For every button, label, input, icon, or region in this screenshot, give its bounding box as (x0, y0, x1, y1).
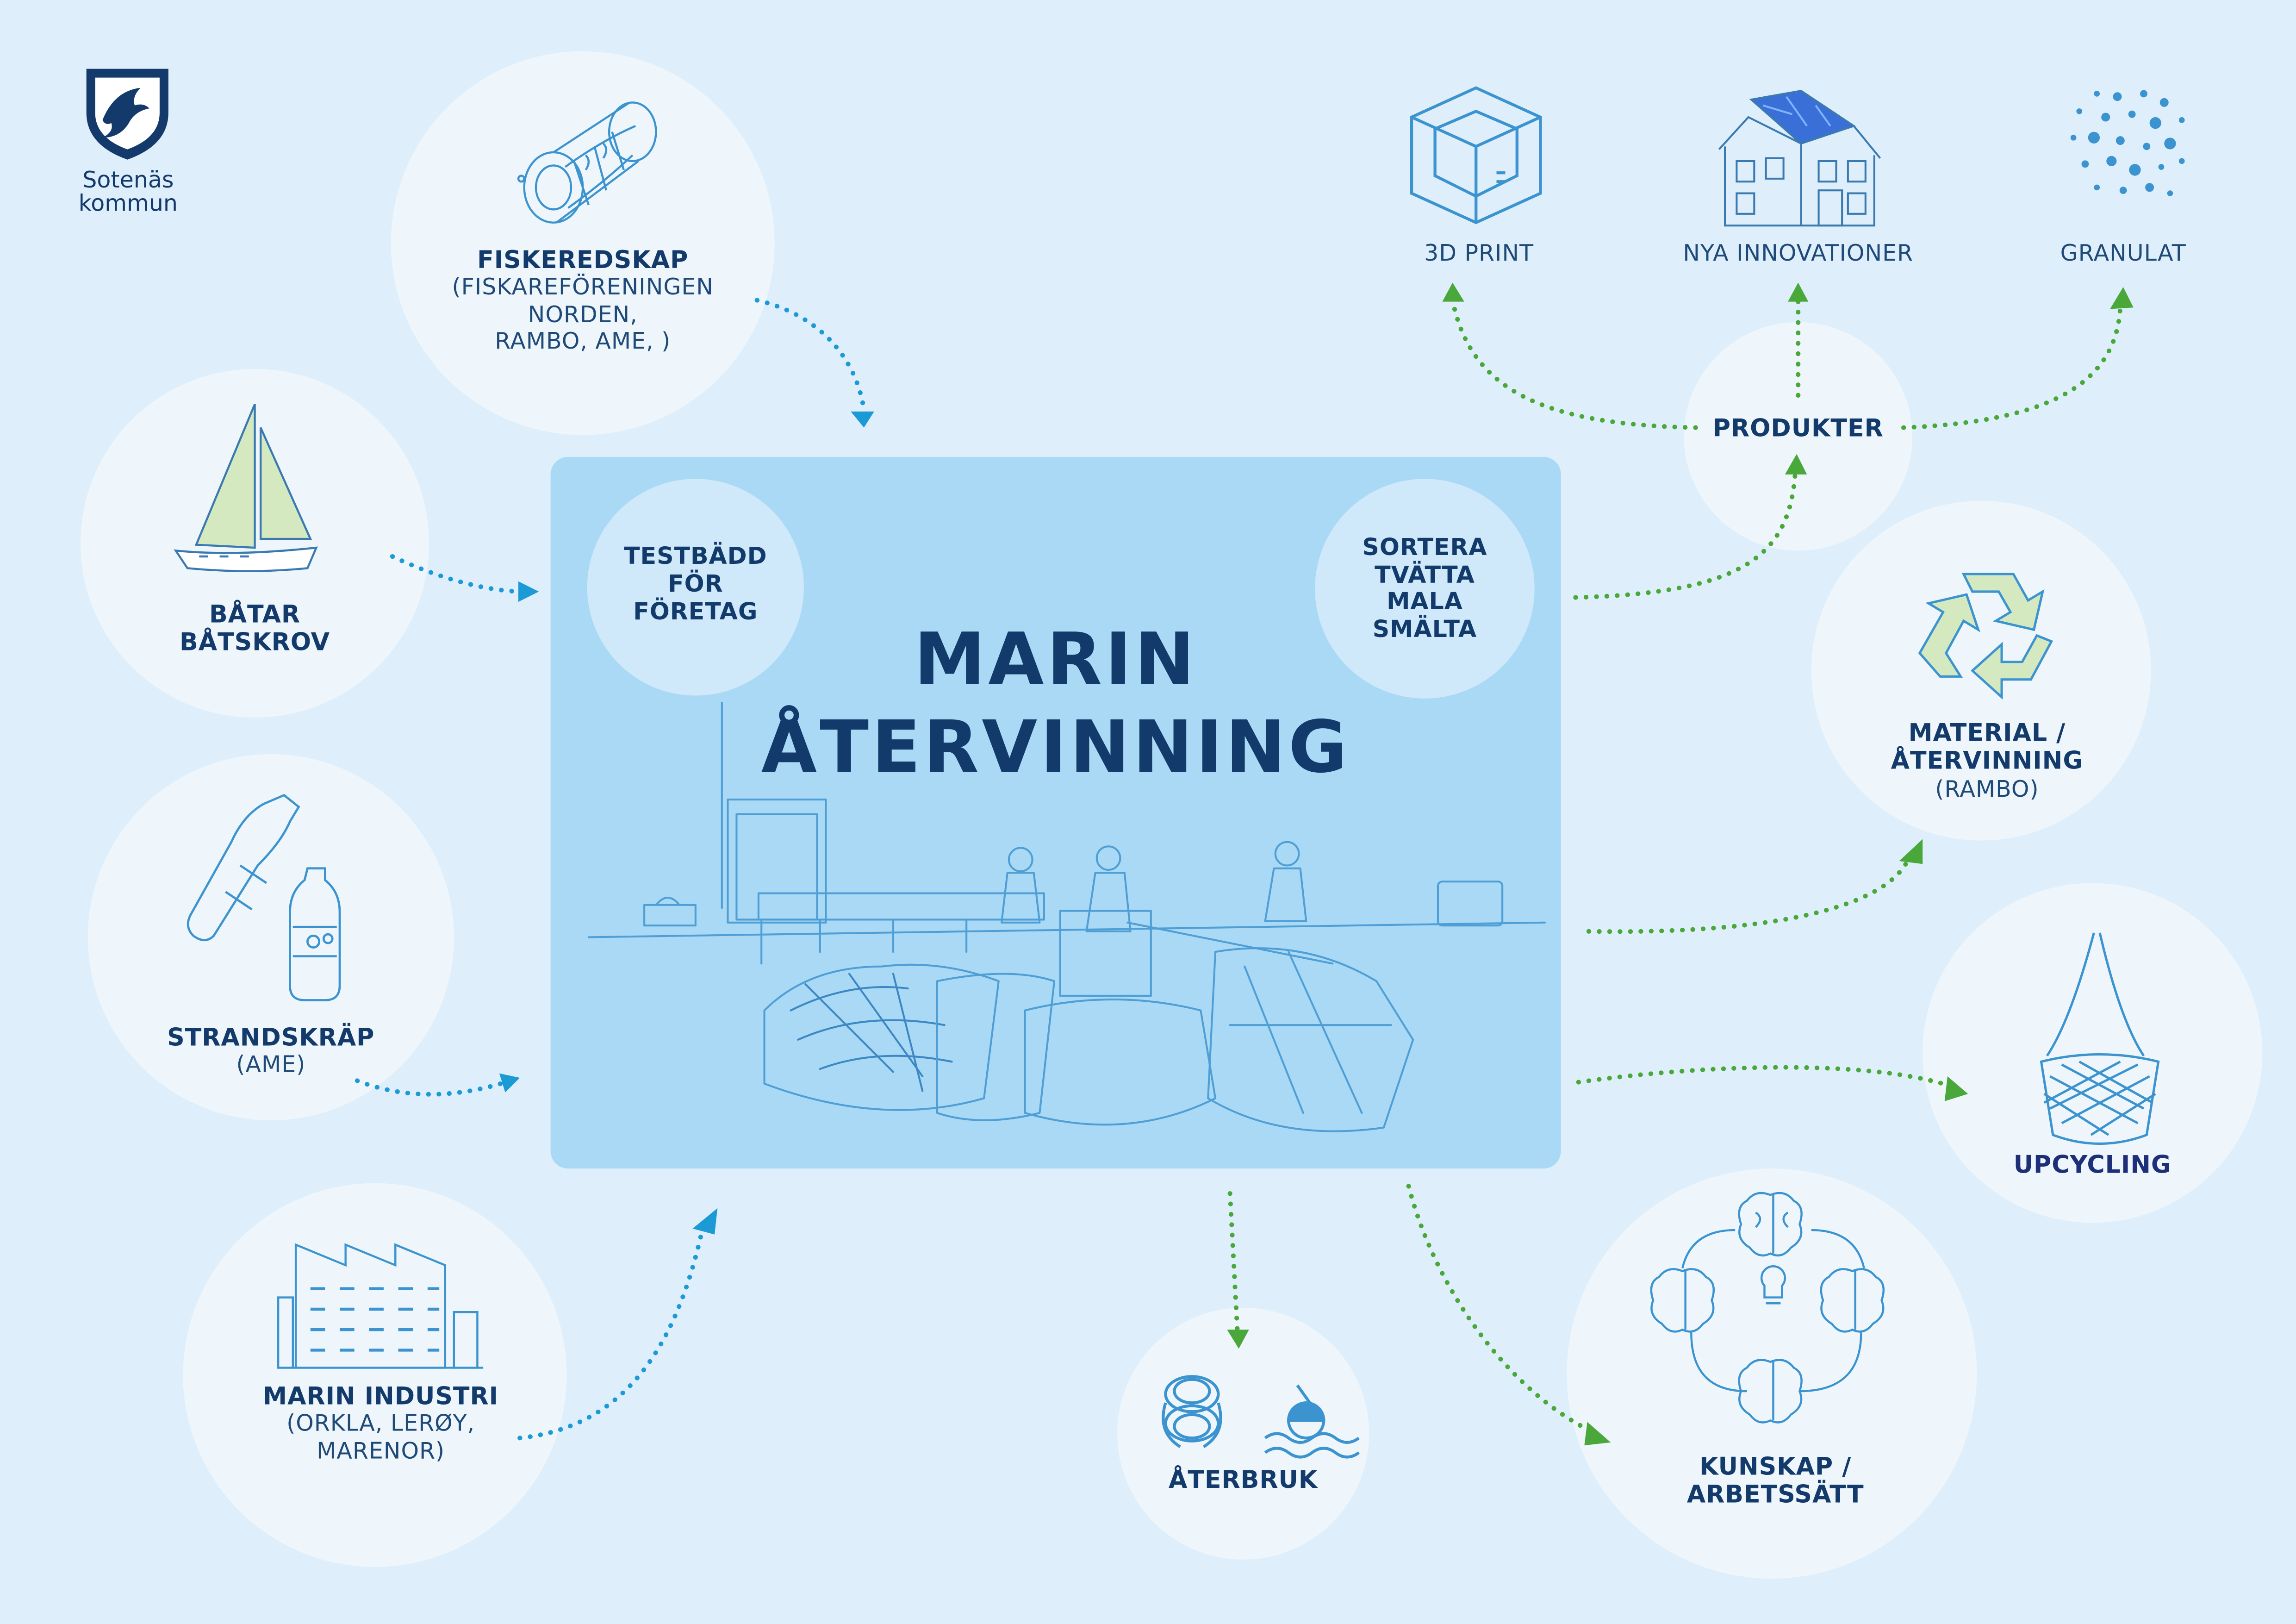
arrow-to-3dprint (1450, 298, 1698, 430)
marin-industri-line2: MARENOR) (317, 1437, 445, 1464)
logo-text: Sotenäs kommun (59, 167, 198, 217)
strandskrap-label: STRANDSKRÄP (AME) (117, 1024, 424, 1079)
material-line2: ÅTERVINNING (1891, 747, 2084, 775)
house-icon (1718, 89, 1881, 227)
arrow-marin-industri (517, 1224, 705, 1441)
recycle-icon (1918, 573, 2053, 700)
batar-label: BÅTAR BÅTSKROV (117, 600, 392, 657)
sailboat-icon (174, 404, 318, 572)
batar-line2: BÅTSKROV (179, 629, 330, 657)
batar-line1: BÅTAR (209, 600, 301, 629)
testbadd-line1: TESTBÄDD (624, 542, 767, 570)
sortera-line4: SMÄLTA (1372, 614, 1477, 643)
fiskeredskap-line3: RAMBO, AME, ) (495, 328, 671, 355)
sotenas-coat-of-arms-icon (86, 69, 168, 160)
granules-icon (2070, 90, 2185, 196)
logo-line2: kommun (78, 191, 178, 217)
kunskap-label: KUNSKAP / ARBETSSÄTT (1581, 1453, 1969, 1510)
arrow-to-produkter (1573, 470, 1798, 600)
granulat-label: GRANULAT (2060, 240, 2186, 267)
kunskap-line2: ARBETSSÄTT (1686, 1481, 1864, 1509)
circle-kunskap (1567, 1168, 1977, 1579)
brain-top (1738, 1192, 1803, 1257)
circle-produkter (1684, 322, 1913, 551)
factory-icon (277, 1243, 484, 1369)
sortera-line3: MALA (1387, 587, 1463, 615)
fiskeredskap-label: FISKEREDSKAP (FISKAREFÖRENINGEN NORDEN, … (391, 246, 775, 355)
strandskrap-sub: (AME) (236, 1052, 306, 1079)
sortera-line1: SORTERA (1362, 533, 1487, 561)
circle-marin-industri (183, 1183, 567, 1567)
brain-left (1650, 1268, 1715, 1333)
circle-strandskrap (87, 754, 454, 1120)
sortera-line2: TVÄTTA (1375, 560, 1475, 588)
brain-bottom (1738, 1359, 1803, 1424)
circle-fiskeredskap (391, 51, 775, 435)
arrow-to-material (1586, 854, 1912, 934)
testbadd-line3: FÖRETAG (633, 597, 758, 625)
testbadd-label: TESTBÄDD FÖR FÖRETAG (587, 542, 804, 626)
arrow-to-granulat (1901, 305, 2123, 430)
testbadd-line2: FÖR (668, 569, 723, 598)
sortera-label: SORTERA TVÄTTA MALA SMÄLTA (1315, 533, 1535, 643)
fiskeredskap-line2: NORDEN, (528, 301, 638, 328)
bubble-sortera (1315, 479, 1535, 699)
material-line1: MATERIAL / (1908, 719, 2066, 747)
marin-industri-label: MARIN INDUSTRI (ORKLA, LERØY, MARENOR) (205, 1382, 556, 1464)
strandskrap-title: STRANDSKRÄP (167, 1024, 375, 1052)
brains-network-icon (1650, 1192, 1885, 1424)
material-sub: (RAMBO) (1935, 776, 2039, 803)
fiskeredskap-line1: (FISKAREFÖRENINGEN (452, 275, 714, 301)
marin-industri-line1: (ORKLA, LERØY, (286, 1411, 475, 1437)
bubble-testbadd (587, 479, 804, 696)
innovationer-label: NYA INNOVATIONER (1683, 240, 1914, 267)
plastic-bottles-icon (187, 793, 341, 1001)
arrow-strandskrap (355, 1078, 504, 1097)
3dprint-label: 3D PRINT (1424, 240, 1534, 267)
upcycling-label: UPCYCLING (2013, 1151, 2172, 1179)
3d-cube-icon (1410, 86, 1542, 225)
net-bag-icon (2040, 932, 2160, 1145)
arrow-to-kunskap (1406, 1184, 1596, 1435)
brain-right (1820, 1268, 1885, 1333)
fiskeredskap-title: FISKEREDSKAP (477, 246, 689, 274)
marin-industri-title: MARIN INDUSTRI (263, 1382, 499, 1411)
aterbruk-label: ÅTERBRUK (1168, 1466, 1318, 1494)
rope-and-buoy-icon (1162, 1375, 1360, 1459)
fish-trap-icon (517, 101, 657, 224)
arrow-to-aterbruk (1227, 1191, 1240, 1332)
arrow-batar (390, 554, 523, 594)
logo-line1: Sotenäs (82, 167, 174, 194)
arrow-to-upcycling (1576, 1065, 1954, 1089)
material-label: MATERIAL / ÅTERVINNING (RAMBO) (1811, 719, 2163, 803)
title-line1: MARIN (914, 618, 1198, 702)
produkter-label: PRODUKTER (1712, 414, 1884, 443)
kunskap-line1: KUNSKAP / (1699, 1452, 1852, 1480)
title-line2: ÅTERVINNING (761, 706, 1350, 789)
